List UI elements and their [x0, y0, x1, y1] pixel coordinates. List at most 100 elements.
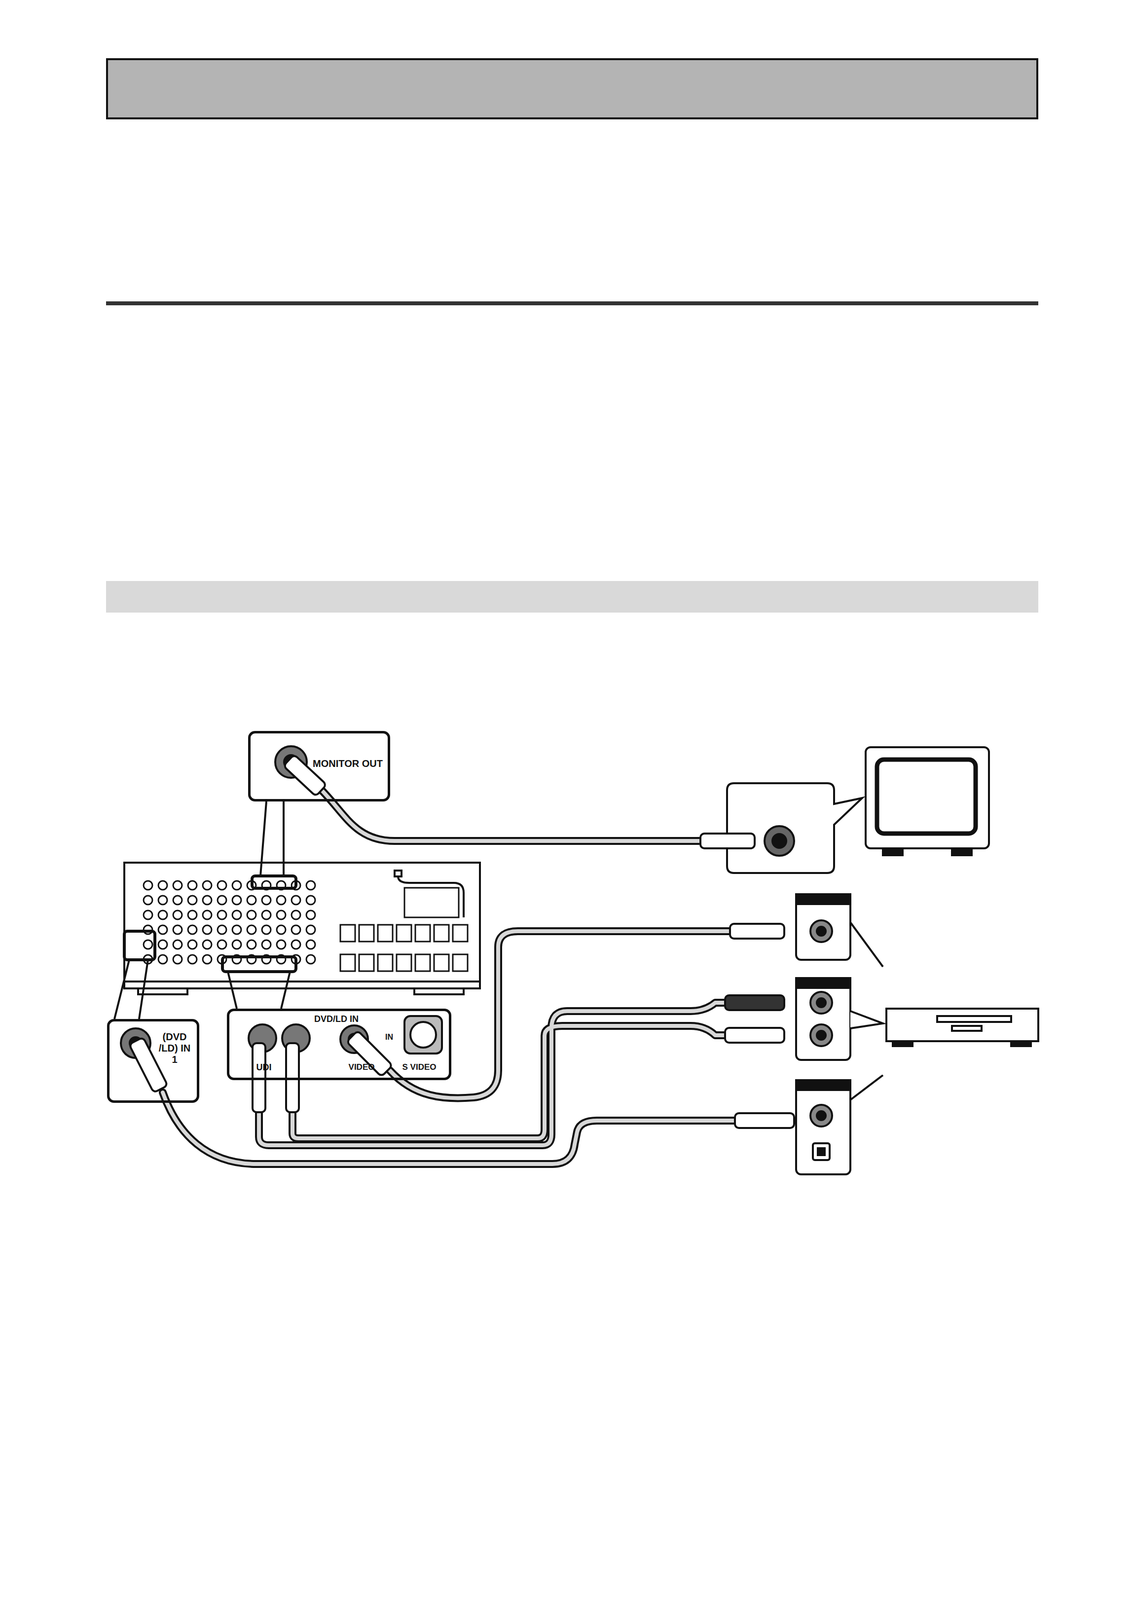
player-foot [892, 1041, 913, 1047]
receiver-jack [261, 940, 271, 950]
digital-cable [162, 1092, 735, 1165]
receiver-jack [158, 954, 168, 964]
receiver-jack [187, 925, 197, 935]
video-jack [816, 926, 826, 936]
receiver-jack [143, 895, 153, 905]
receiver-jack [143, 880, 153, 890]
receiver-jack [261, 925, 271, 935]
receiver-foot [138, 988, 188, 995]
plug [252, 1043, 266, 1113]
speaker-terminal [359, 924, 374, 942]
leader-line [227, 971, 291, 1009]
jack-panel-tab [796, 894, 851, 905]
jack-panel [796, 1080, 851, 1175]
leader-line [260, 801, 284, 877]
receiver-jack [202, 895, 212, 905]
callout-box: UDIDVD/LD ININVIDEOS VIDEO [226, 1008, 452, 1081]
s-video-jack [410, 1022, 437, 1048]
receiver-jack [276, 910, 286, 920]
receiver-jack [232, 880, 242, 890]
antenna-terminal [404, 887, 459, 918]
plug [725, 995, 785, 1011]
receiver-jack [276, 895, 286, 905]
speaker-terminal [434, 924, 449, 942]
tv-screen [876, 759, 976, 834]
receiver-jack [187, 895, 197, 905]
optical-jack [817, 1148, 825, 1156]
leader-line [850, 1075, 883, 1100]
jack-panel [796, 894, 851, 960]
speaker-terminal [452, 954, 468, 972]
receiver-jack [158, 910, 168, 920]
receiver-jack [143, 910, 153, 920]
speaker-terminal [434, 954, 449, 972]
receiver-jack [247, 925, 256, 935]
speaker-terminal [340, 924, 356, 942]
receiver-jack [247, 940, 256, 950]
receiver-jack [187, 954, 197, 964]
receiver-jack [202, 954, 212, 964]
receiver-jack [158, 895, 168, 905]
receiver-jack [232, 940, 242, 950]
receiver-base [124, 981, 480, 989]
receiver-jack [158, 925, 168, 935]
speaker-terminal [415, 954, 431, 972]
receiver-jack [306, 940, 316, 950]
receiver-jack [276, 940, 286, 950]
jack-label: DVD/LD IN [314, 1014, 359, 1025]
disc-tray [937, 1016, 1012, 1023]
plug [286, 1043, 299, 1113]
s-video-jack [404, 1016, 442, 1054]
audio-jack [816, 998, 826, 1008]
receiver-jack [173, 880, 183, 890]
receiver-jack [143, 940, 153, 950]
display [951, 1025, 982, 1031]
receiver-jack [291, 895, 301, 905]
optical-jack [812, 1143, 830, 1161]
dvd-player [886, 1008, 1039, 1042]
player-foot [1011, 1041, 1031, 1047]
receiver-jack [217, 940, 227, 950]
receiver-foot [414, 988, 464, 995]
receiver-jack [276, 925, 286, 935]
tv-jack-callout [727, 783, 863, 874]
antenna-lead [394, 870, 464, 918]
jack-label: MONITOR OUT [310, 758, 385, 770]
receiver-jack [202, 910, 212, 920]
audio-jack [810, 1024, 833, 1047]
receiver-jack [247, 895, 256, 905]
jack-panel [796, 978, 851, 1060]
tv-foot [882, 848, 903, 856]
video-cable [320, 789, 701, 841]
receiver-jack [217, 880, 227, 890]
tv-cabinet [865, 747, 989, 849]
receiver-jack [202, 880, 212, 890]
jack-panel-tab [796, 1080, 851, 1091]
receiver-jack [291, 940, 301, 950]
jack-label: IN [379, 1032, 400, 1042]
receiver-jack [158, 940, 168, 950]
speaker-terminal [452, 924, 468, 942]
tv-foot [951, 848, 972, 856]
receiver-jack [306, 910, 316, 920]
coaxial-jack [810, 1104, 833, 1127]
receiver-jack [173, 954, 183, 964]
plug [734, 1113, 795, 1129]
speaker-terminal [377, 924, 393, 942]
audio-jack [816, 1030, 826, 1040]
receiver-jack [306, 880, 316, 890]
video-jack [772, 834, 787, 848]
receiver-jack [232, 895, 242, 905]
receiver-jack [291, 925, 301, 935]
jack-label: S VIDEO [392, 1062, 447, 1073]
receiver-jack [217, 925, 227, 935]
speaker-terminal [340, 954, 356, 972]
receiver-rear-panel [124, 862, 480, 989]
receiver-jack [187, 880, 197, 890]
speaker-terminal [396, 954, 412, 972]
speaker-terminal [377, 954, 393, 972]
receiver-jack [306, 954, 316, 964]
receiver-jack [187, 910, 197, 920]
